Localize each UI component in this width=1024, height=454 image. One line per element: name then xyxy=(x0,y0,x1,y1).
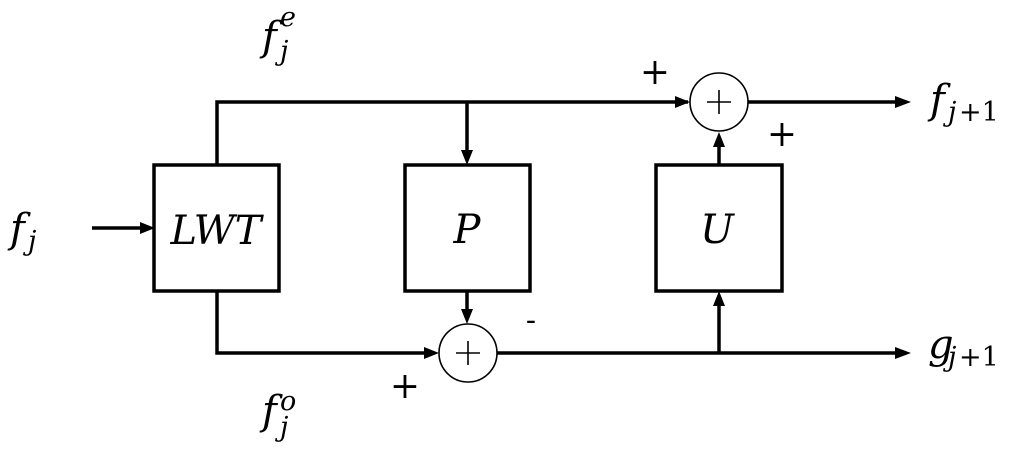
approx-output-label: f j +1 xyxy=(927,77,999,128)
top-sum-junction xyxy=(689,72,749,132)
lwt-label: LWT xyxy=(170,208,265,254)
svg-text:e: e xyxy=(280,2,296,33)
svg-text:j: j xyxy=(275,36,288,67)
top-sum-bottom-sign: + xyxy=(767,114,797,155)
svg-text:+1: +1 xyxy=(959,342,999,373)
update-label: U xyxy=(700,207,735,253)
detail-output-label: g j +1 xyxy=(928,322,999,373)
detail-output-arrowhead xyxy=(895,347,911,359)
update-block xyxy=(654,163,784,293)
svg-text:j: j xyxy=(275,412,288,443)
bottom-sum-junction xyxy=(438,323,498,383)
update-output-arrowhead xyxy=(713,132,725,147)
predict-output-arrowhead xyxy=(461,309,473,324)
odd-branch-wire xyxy=(215,291,427,355)
svg-text:o: o xyxy=(280,386,296,417)
svg-text:+1: +1 xyxy=(959,97,999,128)
predict-block xyxy=(403,163,532,293)
lwt-block xyxy=(152,163,281,293)
predict-label: P xyxy=(453,207,482,253)
input-arrowhead xyxy=(140,222,155,234)
even-signal-label: f e j xyxy=(259,2,296,67)
even-branch-wire xyxy=(215,100,688,165)
odd-to-sum-arrowhead xyxy=(424,347,439,359)
update-input-arrowhead xyxy=(713,291,725,306)
svg-text:j: j xyxy=(943,97,956,128)
svg-text:j: j xyxy=(23,226,36,257)
input-signal-label: f j xyxy=(7,206,36,257)
svg-text:g: g xyxy=(928,322,954,368)
predict-input-arrowhead xyxy=(461,150,473,165)
bottom-sum-top-sign: - xyxy=(526,303,536,338)
top-sum-left-sign: + xyxy=(640,52,670,93)
bottom-sum-left-sign: + xyxy=(390,366,420,407)
even-to-sum-arrowhead xyxy=(675,96,690,108)
odd-signal-label: f o j xyxy=(259,386,296,443)
approx-output-arrowhead xyxy=(895,96,911,108)
